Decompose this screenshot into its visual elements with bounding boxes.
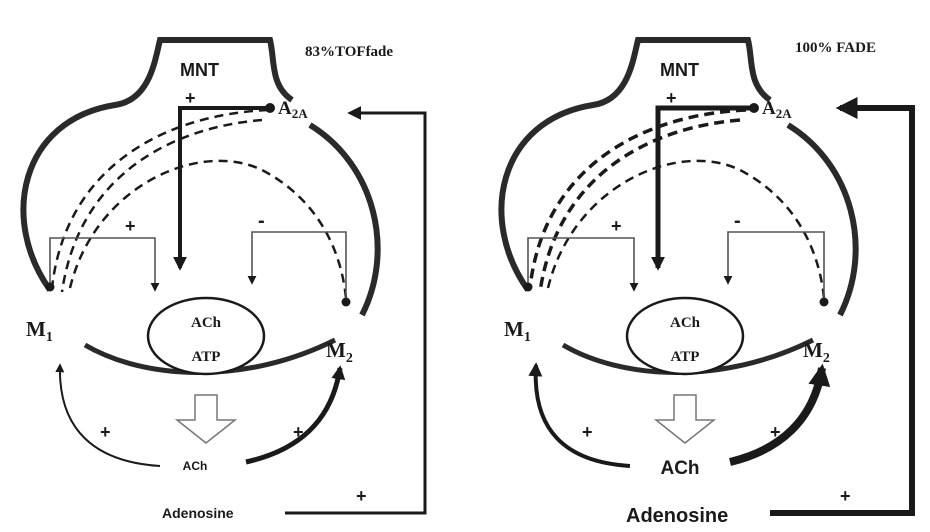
a2a-facilitation-arrow — [173, 106, 268, 271]
release-arrow — [653, 394, 717, 444]
a2a-receptor-label: A2A — [278, 98, 308, 121]
a2a-receptor-label: A2A — [762, 98, 792, 121]
ach-to-m2-arrow — [729, 363, 831, 466]
dashed-a2a-m1-inner — [538, 118, 741, 293]
sign-adenosine: + — [840, 486, 851, 506]
a2a-receptor-dot — [265, 103, 275, 113]
a2a-receptor-dot — [749, 103, 759, 113]
sign-lower-right: + — [293, 422, 304, 442]
released-ach-label: ACh — [183, 459, 208, 473]
m1-receptor-dot — [523, 282, 533, 292]
vesicle — [625, 296, 745, 376]
adenosine-feedback-arrow — [770, 97, 915, 516]
nerve-terminal-outline — [20, 37, 294, 292]
m2-receptor-dot — [341, 297, 351, 307]
adenosine-feedback-arrow — [285, 106, 427, 515]
nerve-terminal-outline — [498, 37, 772, 292]
vesicle-label-bottom: ATP — [671, 349, 700, 365]
panel-title: 100% FADE — [795, 40, 876, 56]
dashed-m1-m2-arc — [68, 159, 348, 299]
vesicle-label-bottom: ATP — [192, 349, 221, 365]
sign-m2: - — [734, 210, 741, 232]
vesicle — [146, 296, 266, 376]
ach-to-m1-arrow — [528, 362, 631, 468]
ach-to-m1-arrow — [55, 363, 161, 467]
adenosine-label: Adenosine — [626, 505, 728, 527]
released-ach-label: ACh — [660, 458, 699, 479]
m1-receptor-dot — [45, 282, 55, 292]
sign-adenosine: + — [356, 486, 367, 506]
adenosine-label: Adenosine — [162, 505, 234, 521]
dashed-a2a-m1-inner — [60, 118, 263, 293]
panel-right: 100% FADE MNT A2A M1 M2 ACh ATP ACh Aden… — [498, 37, 915, 527]
sign-m2: - — [258, 210, 265, 232]
dashed-m1-m2-arc — [546, 159, 826, 299]
terminal-label: MNT — [180, 60, 219, 80]
vesicle-label-top: ACh — [670, 315, 701, 331]
sign-lower-left: + — [100, 422, 111, 442]
ach-to-m2-arrow — [245, 365, 346, 465]
m2-inhibition-arrow — [723, 231, 825, 300]
m2-inhibition-arrow — [247, 231, 347, 300]
panel-title: 83%TOFfade — [305, 44, 393, 60]
dashed-a2a-m1-outer — [50, 108, 269, 289]
sign-m1: + — [611, 216, 622, 236]
release-arrow — [174, 394, 238, 444]
m2-receptor-dot — [819, 297, 829, 307]
vesicle-label-top: ACh — [191, 315, 222, 331]
m1-receptor-label: M1 — [26, 317, 53, 345]
a2a-facilitation-arrow — [651, 105, 752, 271]
dashed-a2a-m1-outer — [528, 108, 747, 289]
nerve-terminal-right-wall — [308, 122, 381, 317]
m1-receptor-label: M1 — [504, 317, 531, 345]
nerve-terminal-right-wall — [786, 122, 859, 317]
terminal-label: MNT — [660, 60, 699, 80]
m1-facilitation-arrow — [49, 237, 160, 292]
m2-receptor-label: M2 — [326, 338, 353, 366]
sign-a2a: + — [185, 88, 196, 108]
m1-facilitation-arrow — [527, 237, 639, 292]
sign-a2a: + — [666, 88, 677, 108]
m2-receptor-label: M2 — [803, 338, 830, 366]
sign-m1: + — [125, 216, 136, 236]
sign-lower-right: + — [770, 422, 781, 442]
sign-lower-left: + — [582, 422, 593, 442]
panel-left: 83%TOFfade MNT A2A M1 M2 ACh ATP ACh Ade… — [20, 37, 427, 521]
